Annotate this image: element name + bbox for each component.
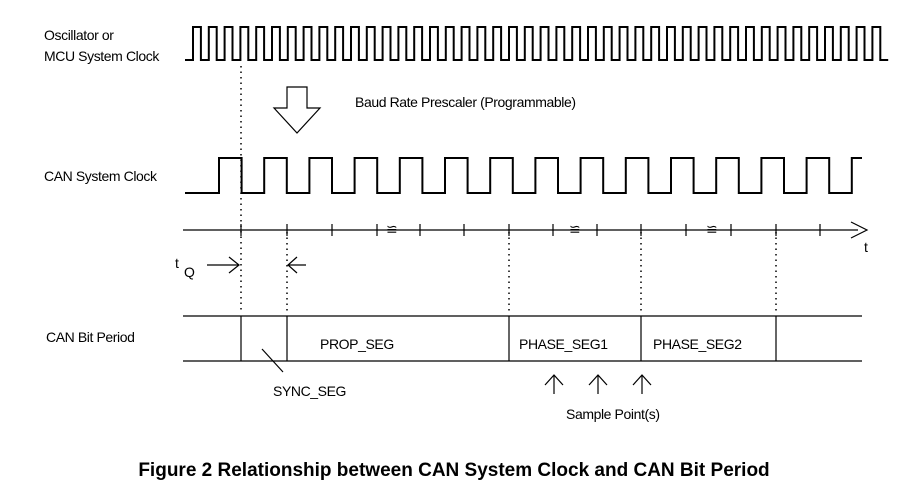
can-clock-label: CAN System Clock — [44, 168, 158, 184]
time-axis-label: t — [864, 239, 868, 255]
tq-left-pointing-arrow-icon — [287, 256, 298, 274]
tq-right-pointing-arrow-icon — [228, 256, 240, 274]
prop-seg-label: PROP_SEG — [320, 336, 394, 352]
prescaler-label: Baud Rate Prescaler (Programmable) — [355, 94, 576, 110]
tq-label-subscript: Q — [184, 264, 195, 280]
sync-seg-label: SYNC_SEG — [273, 383, 346, 399]
axis-break-mark-3: ≌ — [706, 221, 717, 237]
oscillator-label-line2: MCU System Clock — [44, 48, 160, 64]
up-arrow-icon — [632, 374, 652, 386]
time-axis-arrowhead-icon — [850, 221, 869, 239]
sample-points-label: Sample Point(s) — [566, 406, 660, 422]
can-system-clock-waveform — [185, 157, 862, 194]
bit-period-label: CAN Bit Period — [46, 329, 135, 345]
axis-break-mark-2: ≌ — [569, 221, 580, 237]
tq-label-t: t — [175, 255, 179, 271]
oscillator-label-line1: Oscillator or — [44, 27, 114, 43]
phase-seg2-label: PHASE_SEG2 — [653, 336, 742, 352]
time-axis-ticks — [240, 224, 821, 236]
figure-caption: Figure 2 Relationship between CAN System… — [138, 460, 769, 481]
sync-seg-pointer-line — [261, 348, 284, 373]
up-arrow-icon — [544, 374, 564, 386]
up-arrow-icon — [588, 374, 608, 386]
sample-point-arrow-3 — [632, 374, 652, 394]
phase-seg1-label: PHASE_SEG1 — [519, 336, 608, 352]
axis-break-mark-1: ≌ — [386, 221, 397, 237]
sample-point-arrow-1 — [544, 374, 564, 394]
oscillator-clock-waveform — [185, 26, 889, 61]
sample-point-arrow-2 — [588, 374, 608, 394]
prescaler-down-arrow-icon — [272, 86, 322, 134]
